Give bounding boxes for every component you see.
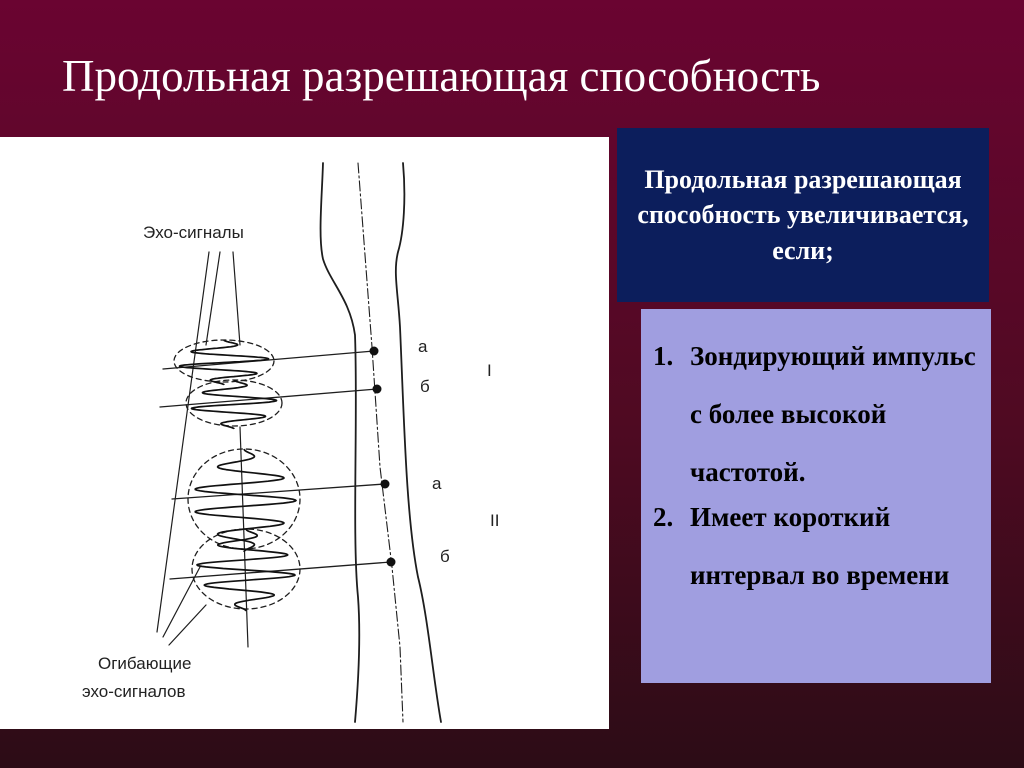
leader-line-2b xyxy=(169,561,392,580)
condition-text: Имеет короткий интервал во времени xyxy=(690,502,950,590)
echo-wave-2a xyxy=(194,448,297,553)
beam-line-left xyxy=(156,251,210,633)
leader-line-1b xyxy=(159,388,378,408)
reflector-point-2a xyxy=(380,479,390,489)
beam-line-inner-right xyxy=(232,251,241,346)
echo-wave-2b xyxy=(196,528,296,612)
reflector-point-1b xyxy=(372,384,382,394)
slide-title: Продольная разрешающая способность xyxy=(62,51,821,101)
point-a-label-2: а xyxy=(432,474,442,493)
condition-number: 2. xyxy=(653,502,674,532)
condition-item: 1. Зондирующий импульс с более высокой ч… xyxy=(653,327,983,501)
vessel-left-wall xyxy=(319,162,361,723)
point-a-label-1: а xyxy=(418,337,428,356)
echo-wave-1b xyxy=(190,379,278,430)
envelope-pointer-line-2 xyxy=(168,604,207,646)
point-b-label-1: б xyxy=(420,377,430,396)
case-label-1: I xyxy=(487,361,492,380)
beam-axis-line xyxy=(357,162,404,723)
reflector-point-2b xyxy=(386,557,396,567)
echo-signals-label: Эхо-сигналы xyxy=(143,223,244,242)
leader-line-2a xyxy=(171,483,386,500)
condition-text: Зондирующий импульс с более высокой част… xyxy=(690,341,976,487)
envelopes-label-line2: эхо-сигналов xyxy=(82,682,186,701)
point-b-label-2: б xyxy=(440,547,450,566)
echo-wave-1a xyxy=(178,339,270,386)
condition-item: 2. Имеет короткий интервал во времени xyxy=(653,488,983,604)
condition-header-box: Продольная разрешающая способность увели… xyxy=(617,128,989,302)
beam-line-right xyxy=(239,426,249,648)
ultrasound-resolution-diagram: Эхо-сигналы Огибающие эхо-сигналов а б а… xyxy=(0,137,609,729)
conditions-list: 1. Зондирующий импульс с более высокой ч… xyxy=(653,327,983,604)
case-label-2: II xyxy=(490,511,499,530)
envelopes-label-line1: Огибающие xyxy=(98,654,191,673)
conditions-box: 1. Зондирующий импульс с более высокой ч… xyxy=(641,309,991,683)
condition-header-text: Продольная разрешающая способность увели… xyxy=(637,164,969,265)
reflector-point-1a xyxy=(369,346,379,356)
beam-line-inner-left xyxy=(205,251,221,346)
condition-number: 1. xyxy=(653,341,674,371)
diagram-svg: Эхо-сигналы Огибающие эхо-сигналов а б а… xyxy=(82,162,499,723)
vessel-right-wall xyxy=(394,162,442,723)
leader-line-1a xyxy=(162,350,375,370)
